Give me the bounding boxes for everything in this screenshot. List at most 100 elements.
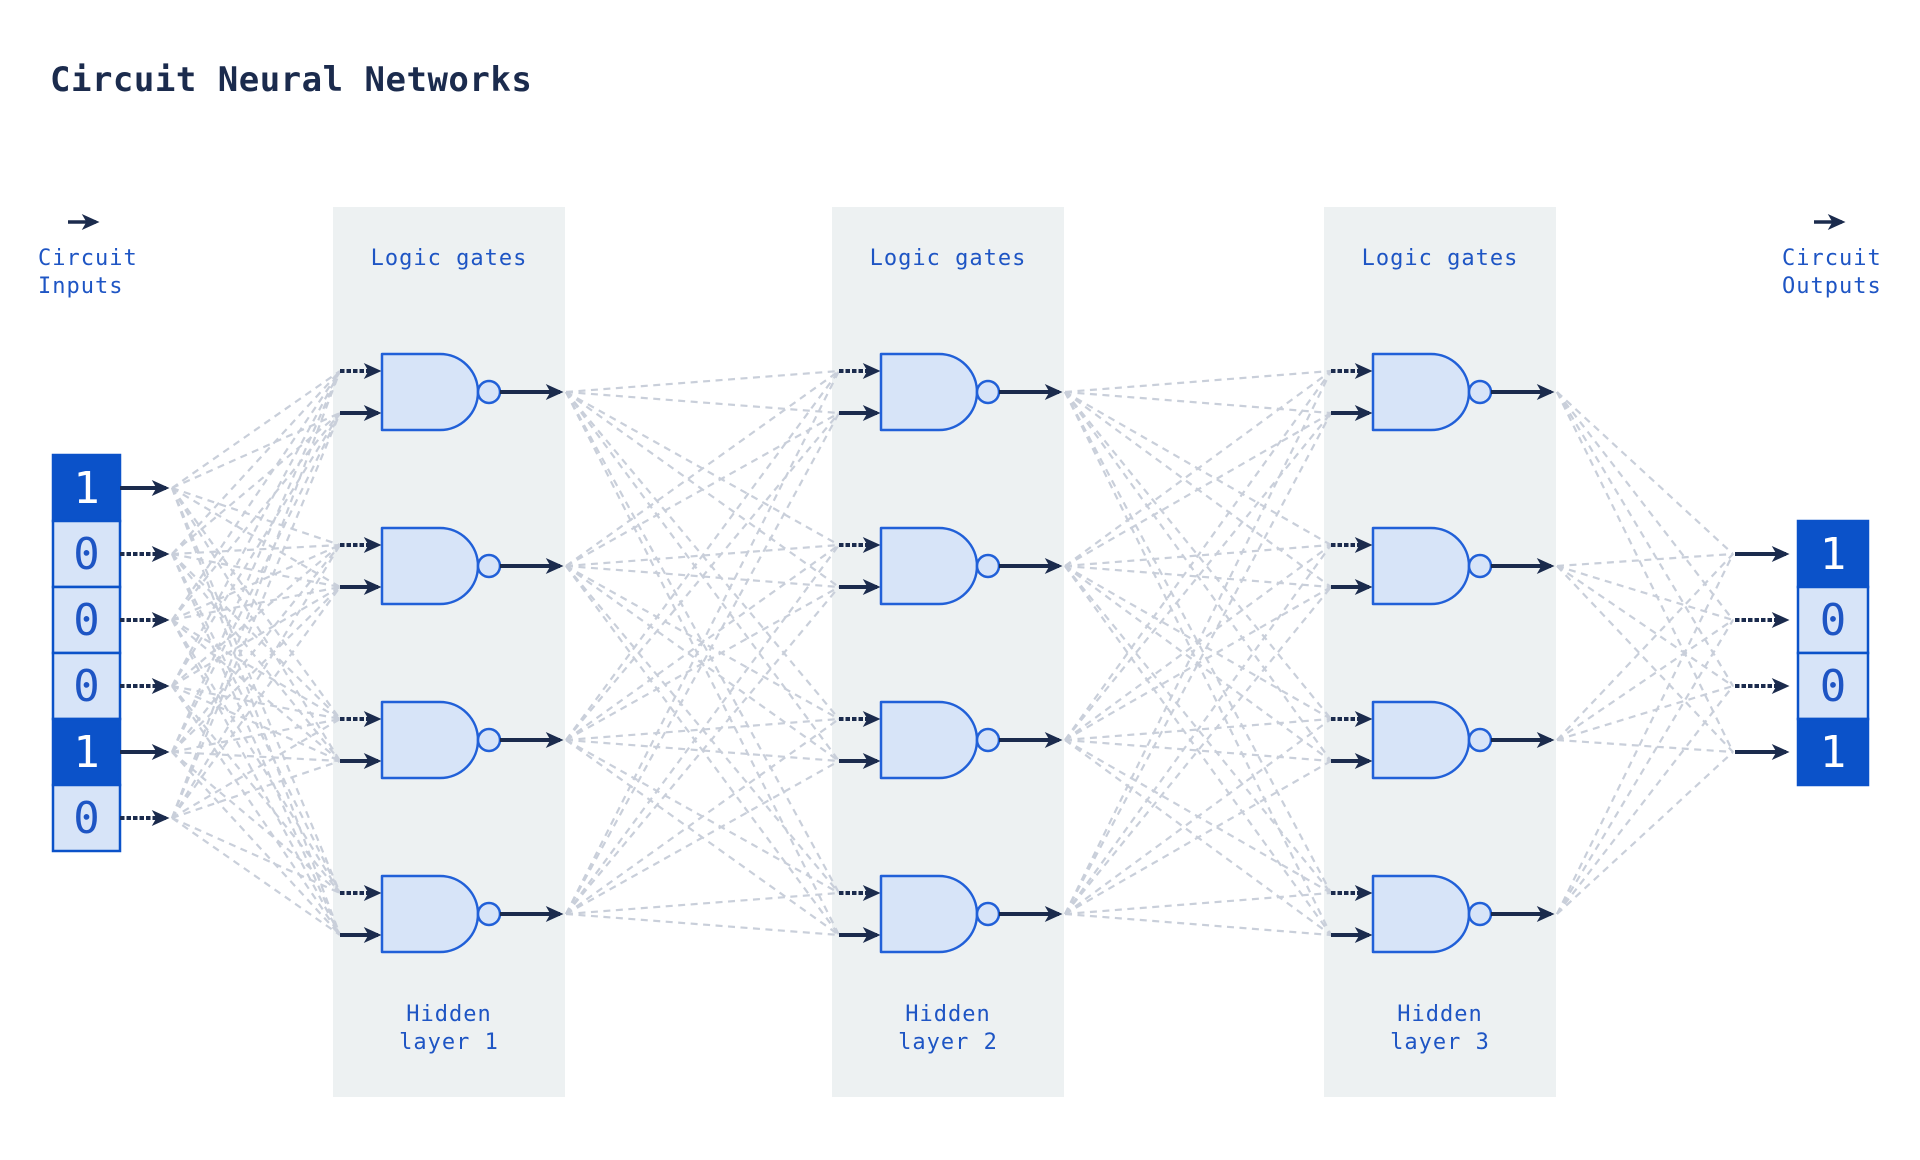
connection-line [1064, 586, 1332, 915]
connection-line [1064, 412, 1332, 567]
inverter-bubble [476, 727, 502, 753]
connection-line [171, 487, 341, 720]
connection-line [1556, 738, 1734, 754]
connection-line [170, 412, 342, 819]
connection-line [565, 586, 840, 915]
connection-line [171, 619, 341, 894]
connection-line [1064, 543, 1332, 568]
gate-body [380, 352, 480, 432]
input-cell-box [51, 453, 122, 523]
connection-line [1556, 751, 1734, 915]
hidden-layer-label-1-line1: Hidden [406, 1002, 491, 1027]
hidden-layer-panel-1 [333, 207, 565, 1097]
connection-line [171, 684, 341, 763]
connection-line [1064, 738, 1332, 763]
output-cell-3: 0 [1796, 651, 1870, 721]
connection-line [565, 412, 840, 567]
output-cell-value: 0 [1820, 595, 1847, 646]
output-cell-1: 1 [1796, 519, 1870, 589]
connection-line [170, 370, 342, 753]
gate-body [1371, 526, 1471, 606]
hidden-layer-label-3-line1: Hidden [1397, 1002, 1482, 1027]
inverter-bubble [1467, 727, 1493, 753]
hidden-layer-panel-2 [832, 207, 1064, 1097]
inverter-bubble [476, 553, 502, 579]
connection-line [565, 891, 840, 916]
connection-line [1556, 553, 1734, 915]
connection-line [171, 370, 341, 687]
connection-line [171, 684, 341, 721]
inverter-bubble [975, 553, 1001, 579]
connection-line [565, 912, 840, 937]
connection-line [565, 738, 840, 763]
inverter-bubble [476, 901, 502, 927]
input-cell-value: 0 [73, 661, 100, 712]
connection-line [565, 369, 840, 394]
circuit-outputs-label-line2: Outputs [1782, 274, 1882, 299]
connection-line [171, 370, 341, 621]
output-cell-box [1796, 585, 1870, 655]
gate-body [380, 526, 480, 606]
connection-line [565, 412, 840, 741]
output-cell-value: 0 [1820, 661, 1847, 712]
connection-line [1556, 619, 1734, 741]
connection-line [1064, 586, 1332, 741]
connection-line [565, 370, 840, 915]
connection-line [1556, 565, 1734, 687]
inverter-bubble [1467, 901, 1493, 927]
connection-line [171, 750, 341, 763]
connection-line [171, 619, 341, 936]
inverter-bubble [476, 379, 502, 405]
output-cell-box [1796, 519, 1870, 589]
nand-gate-l3-g1 [1331, 352, 1555, 432]
input-cell-value: 1 [73, 727, 100, 778]
connection-line [1556, 391, 1734, 621]
input-cell-value: 1 [73, 463, 100, 514]
connection-line [1556, 619, 1734, 915]
connection-line [565, 717, 840, 742]
inverter-bubble [975, 727, 1001, 753]
connection-line [171, 552, 341, 589]
gate-body [1371, 874, 1471, 954]
connection-line [171, 412, 341, 753]
connection-line [171, 412, 341, 621]
connection-line [171, 586, 341, 687]
connection-line [170, 370, 342, 819]
input-cell-2: 0 [51, 519, 122, 589]
hidden-layer-label-2-line1: Hidden [905, 1002, 990, 1027]
circuit-inputs-label-line1: Circuit [38, 246, 138, 271]
output-cell-4: 1 [1796, 717, 1870, 787]
connection-line [565, 760, 840, 915]
input-cell-3: 0 [51, 585, 122, 655]
connection-line [1064, 891, 1332, 916]
page-title: Circuit Neural Networks [50, 60, 533, 100]
connection-line [171, 411, 341, 490]
connection-line [170, 553, 342, 936]
connection-line [171, 487, 341, 588]
gate-body [380, 700, 480, 780]
connection-line [1064, 370, 1332, 741]
connection-line [565, 390, 840, 415]
nand-gate-l1-g3 [340, 700, 564, 780]
output-cell-box [1796, 717, 1870, 787]
connection-line [565, 370, 840, 741]
circuit-outputs-label-line1: Circuit [1782, 246, 1882, 271]
connection-line [565, 564, 840, 589]
connection-line [1064, 912, 1332, 937]
connection-line [1064, 544, 1332, 915]
connection-line [171, 817, 341, 936]
output-cell-value: 1 [1820, 727, 1847, 778]
connection-line [1556, 391, 1734, 753]
connection-line [171, 544, 341, 753]
connection-line [171, 553, 341, 720]
connection-line [171, 586, 341, 819]
connection-line [171, 685, 341, 894]
connection-line [171, 412, 341, 555]
connection-line [171, 370, 341, 489]
connection-line [171, 751, 341, 894]
input-cell-box [51, 717, 122, 787]
connection-line [1064, 370, 1332, 567]
gate-body [1371, 700, 1471, 780]
connection-line [171, 718, 341, 819]
connection-line [1556, 565, 1734, 753]
